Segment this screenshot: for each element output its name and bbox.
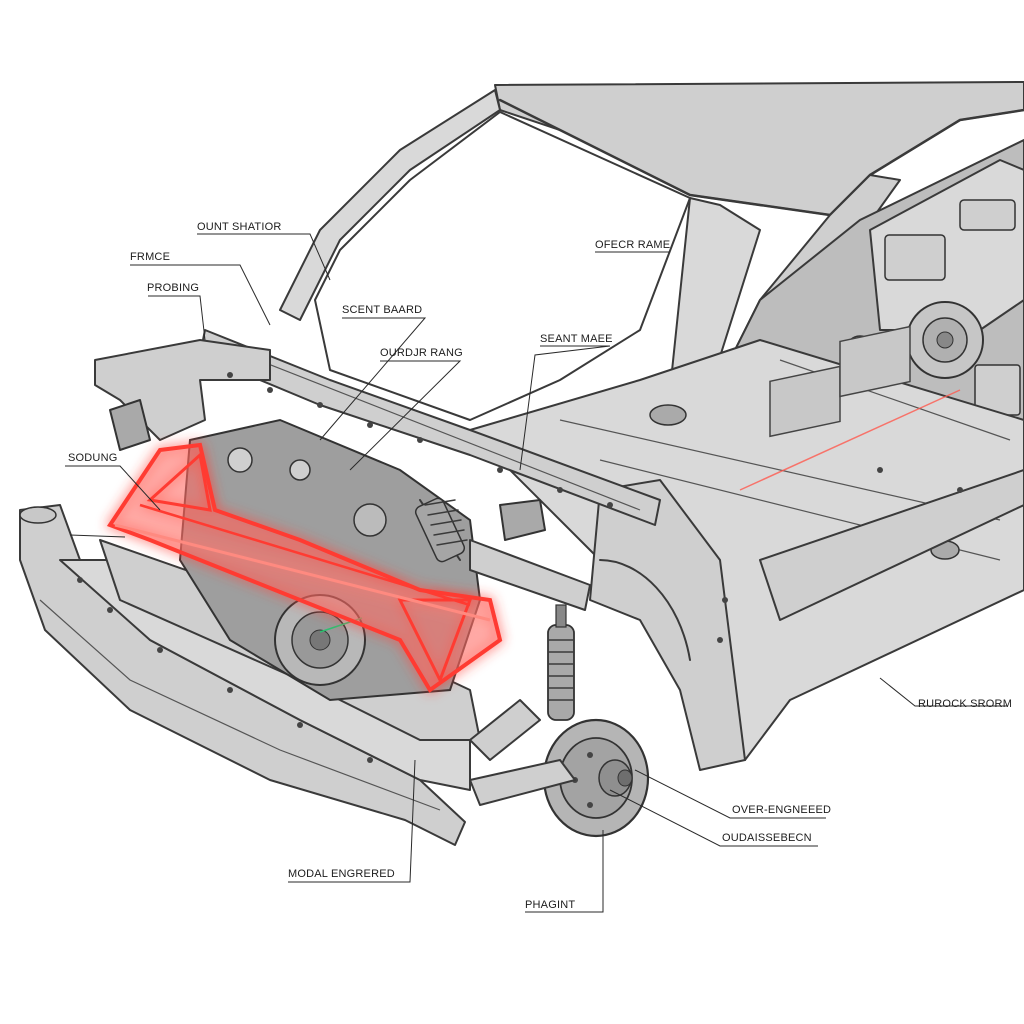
label-oudaisse-srecn: OUDAISSEBECN	[722, 832, 812, 844]
label-seant-mate: SEANT MAEE	[540, 333, 613, 345]
label-sodung: SODUNG	[68, 452, 118, 464]
label-modal-engineered: MODAL ENGRERED	[288, 868, 395, 880]
strut-bar	[469, 499, 591, 611]
label-over-engineered: OVER-ENGNEEED	[732, 804, 832, 816]
label-ourdr-rang: OURDJR RANG	[380, 347, 463, 359]
label-scent-board: SCENT BAARD	[342, 304, 423, 316]
leader-lines	[65, 233, 1008, 913]
label-phagint: PHAGINT	[525, 899, 576, 911]
label-ofecr-rame: OFECR RAME	[595, 239, 671, 251]
control-arm	[469, 699, 576, 806]
wheel-hub-icon	[542, 718, 650, 838]
crossmember-highlight-icon	[106, 442, 503, 693]
label-mount-station: OUNT SHATIOR	[197, 221, 282, 233]
rivets	[77, 372, 963, 763]
floor-pan	[469, 325, 1024, 761]
shock-absorber-icon	[547, 604, 575, 721]
upper-front-rail	[94, 339, 271, 451]
label-probing: PROBING	[147, 282, 200, 294]
label-rurock-srorm: RUROCK SRORM	[918, 698, 1013, 710]
label-frame: FRMCE	[130, 251, 171, 263]
wheel-arch	[589, 479, 746, 771]
coil-spring	[414, 497, 468, 563]
